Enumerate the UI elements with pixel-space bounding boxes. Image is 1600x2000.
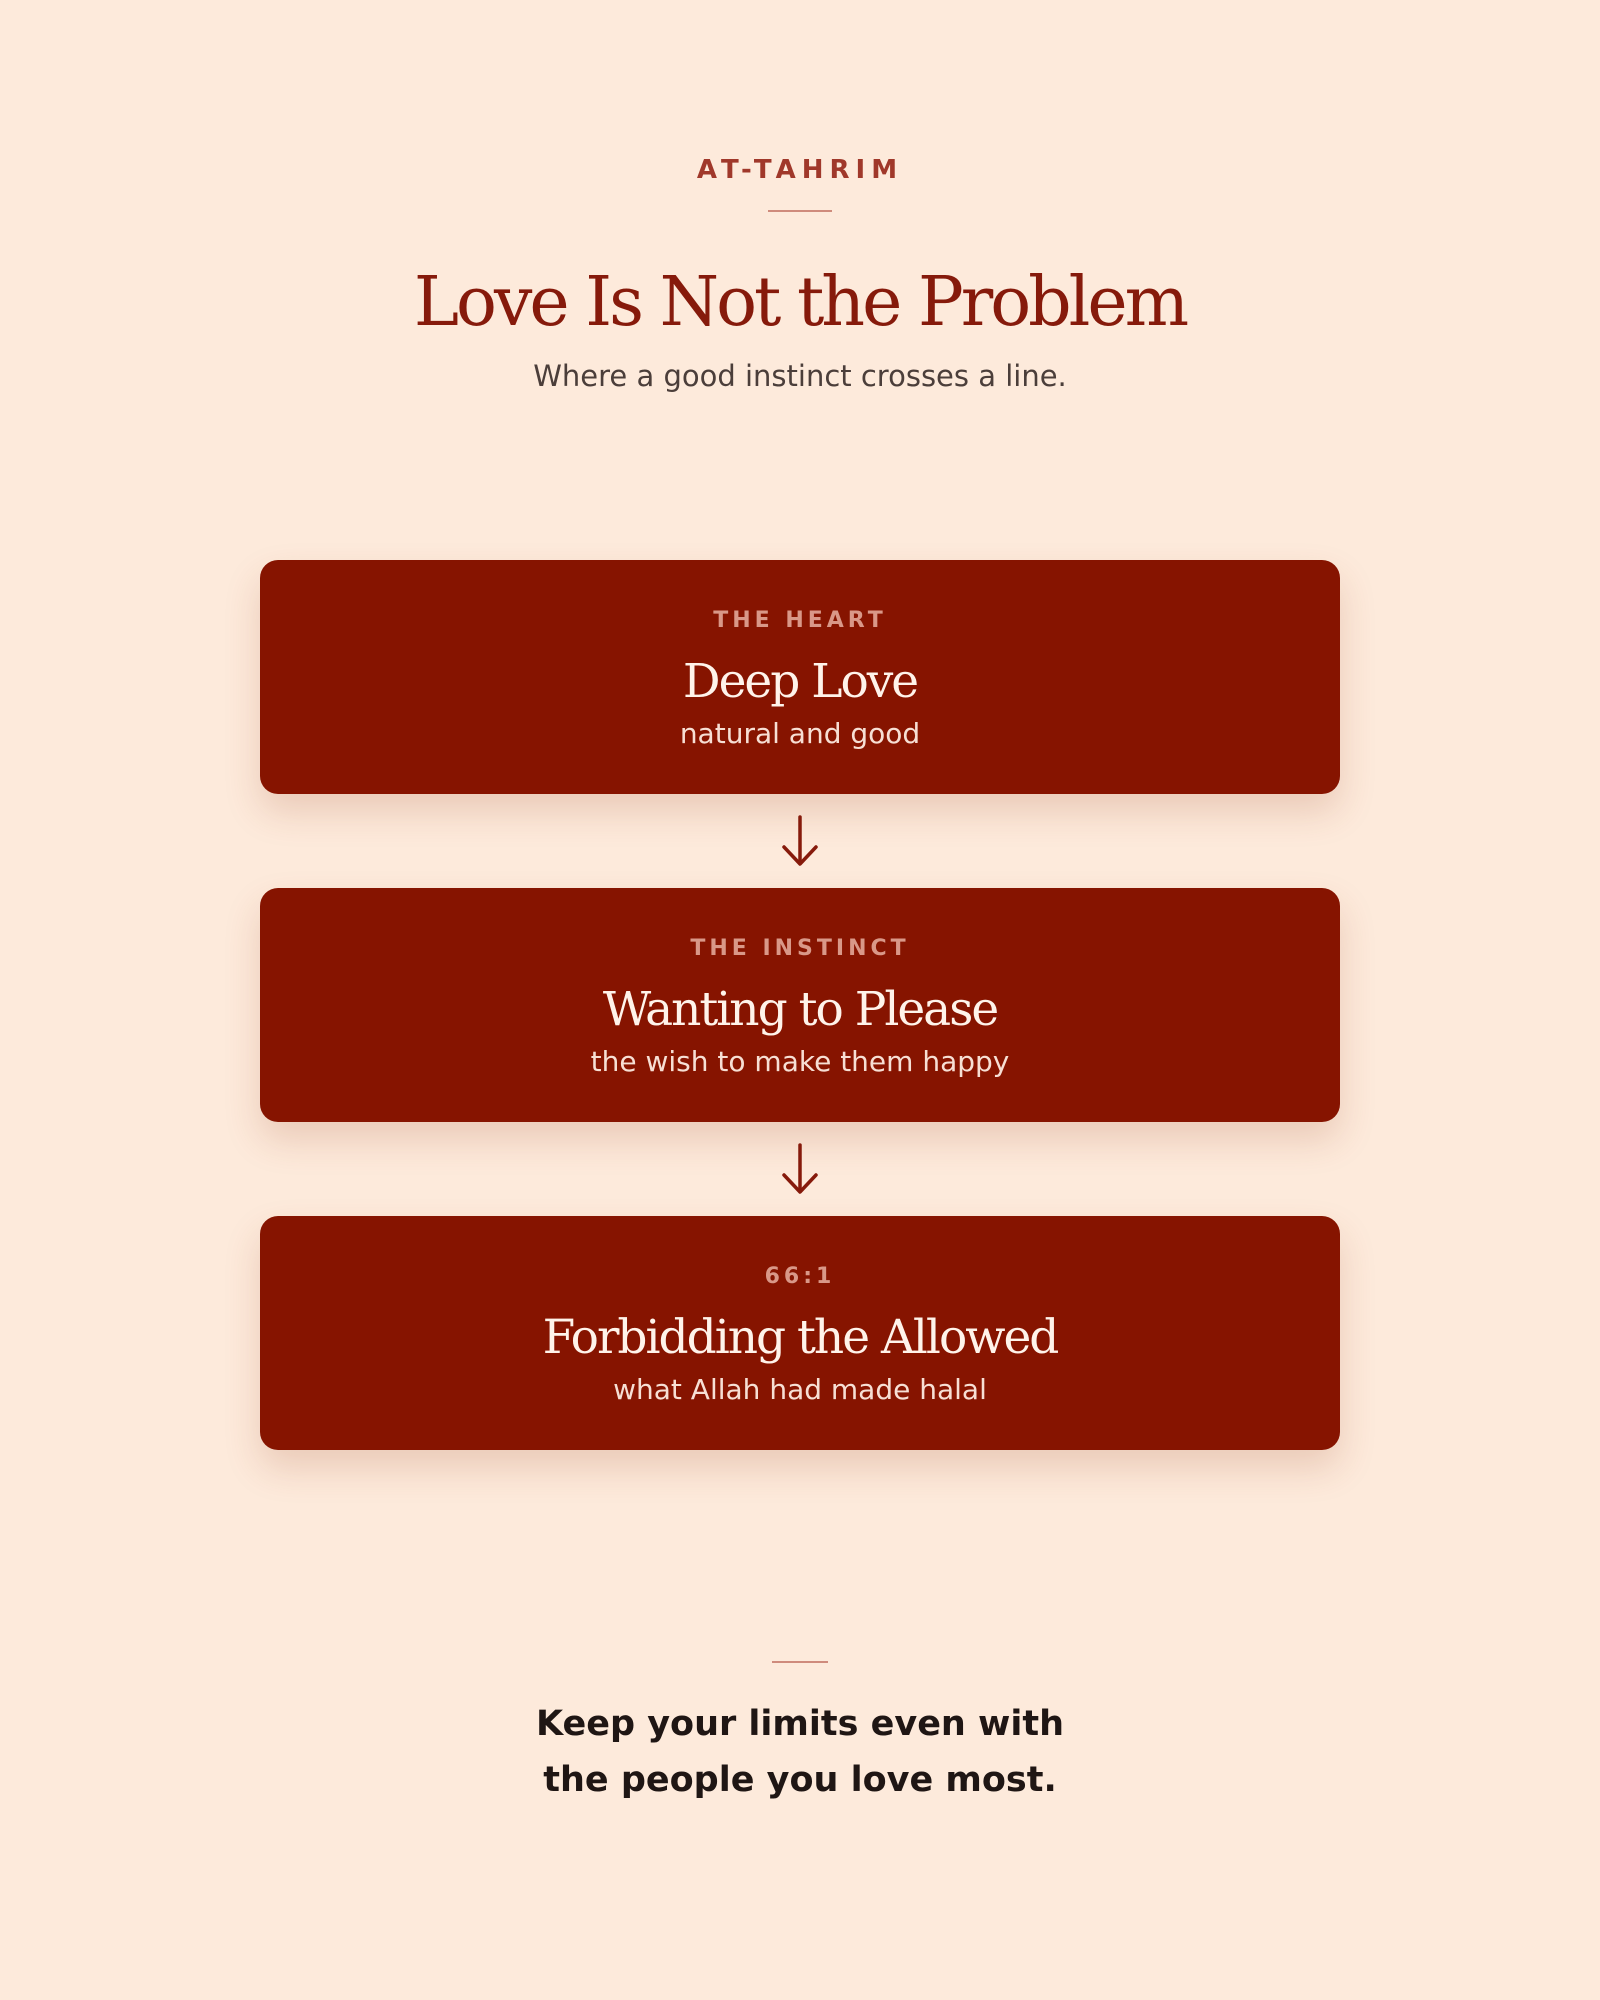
footer-divider: [772, 1661, 828, 1663]
eyebrow-label: AT-TAHRIM: [696, 155, 904, 185]
step-subtitle: the wish to make them happy: [590, 1045, 1010, 1078]
step-title: Wanting to Please: [602, 982, 999, 1037]
arrow-down-icon: [782, 815, 818, 866]
page-title: Love Is Not the Problem: [413, 263, 1189, 342]
footer-line-1: Keep your limits even with: [535, 1704, 1065, 1744]
footer-line-2: the people you love most.: [543, 1760, 1057, 1800]
step-card-verse: 66:1 Forbidding the Allowed what Allah h…: [260, 1216, 1340, 1450]
step-card-instinct: THE INSTINCT Wanting to Please the wish …: [260, 888, 1340, 1122]
footer-message: Keep your limits even with the people yo…: [0, 1696, 1600, 1808]
step-label: THE HEART: [713, 608, 887, 633]
arrow-down-icon: [782, 1143, 818, 1194]
step-title: Deep Love: [682, 654, 919, 709]
step-title: Forbidding the Allowed: [542, 1310, 1060, 1365]
step-subtitle: what Allah had made halal: [613, 1373, 987, 1406]
step-card-heart: THE HEART Deep Love natural and good: [260, 560, 1340, 794]
step-label: 66:1: [764, 1264, 836, 1289]
page-subtitle: Where a good instinct crosses a line.: [533, 359, 1067, 393]
step-label: THE INSTINCT: [690, 936, 910, 961]
step-subtitle: natural and good: [679, 717, 921, 750]
eyebrow-divider: [768, 210, 832, 212]
